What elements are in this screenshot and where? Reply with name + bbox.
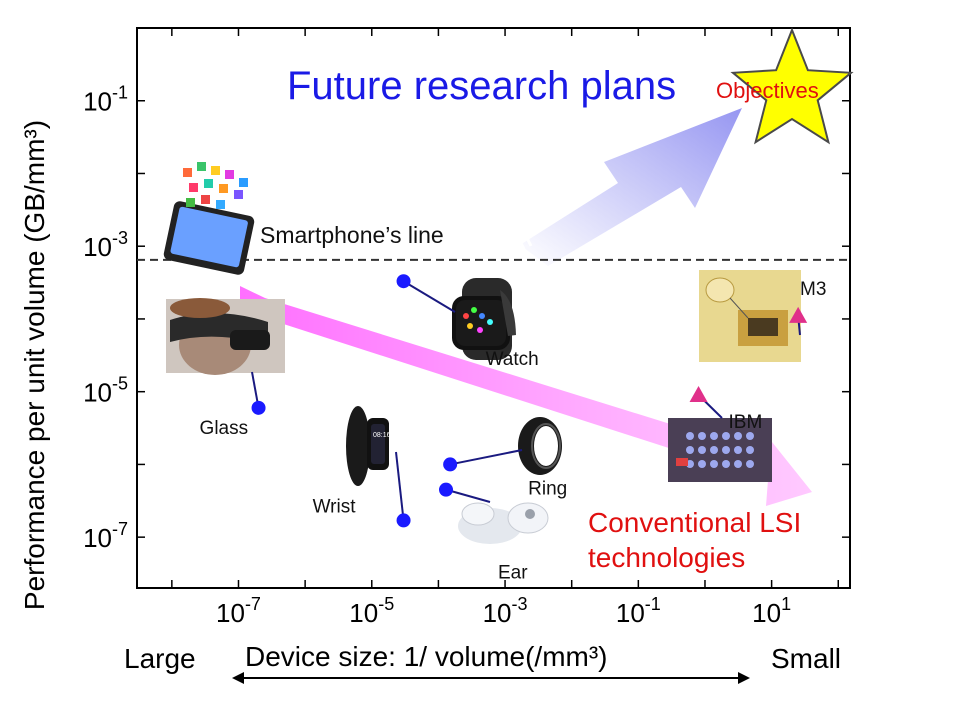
connector-ear	[445, 488, 491, 503]
conventional-band-arrow	[240, 286, 812, 506]
connector-ring	[449, 449, 523, 466]
label-ear: Ear	[498, 563, 528, 584]
x-axis-title: Device size: 1/ volume(/mm³)	[245, 641, 608, 672]
point-ear	[439, 482, 454, 497]
label-wrist: Wrist	[313, 496, 357, 517]
ibm-chip-photo-icon	[668, 418, 772, 482]
label-glass: Glass	[200, 418, 249, 439]
x-tick-label: 10-7	[216, 594, 261, 628]
m3-microsystem-photo-icon	[699, 270, 801, 362]
x-axis-large-label: Large	[124, 643, 196, 674]
point-ibm	[689, 386, 708, 403]
svg-text:08:16: 08:16	[373, 432, 391, 439]
smart-glasses-photo-icon	[166, 298, 285, 375]
wrist-band-icon: 08:16	[346, 406, 391, 486]
m3-label: M3	[800, 279, 826, 300]
point-watch	[396, 274, 411, 289]
data-points	[251, 274, 808, 528]
arrow-gap-2	[509, 204, 533, 247]
x-tick-label: 101	[752, 594, 791, 628]
axis-ticks: 10-7 10-5 10-3 10-1 101 10-1 10-3 10-5 10-7	[83, 27, 850, 628]
x-tick-label: 10-5	[349, 594, 394, 628]
y-axis-title: Performance per unit volume (GB/mm³)	[19, 120, 50, 610]
smartphone-line-label: Smartphone’s line	[260, 222, 444, 248]
connector-watch	[403, 280, 456, 313]
point-glass	[251, 400, 266, 415]
point-ring	[443, 457, 458, 472]
label-watch: Watch	[486, 349, 539, 370]
objectives-label: Objectives	[716, 78, 819, 103]
connector-wrist	[395, 451, 405, 521]
smart-ring-icon	[518, 417, 562, 475]
objectives-star	[730, 27, 854, 145]
future-research-label: Future research plans	[287, 64, 676, 108]
conventional-label-line1: Conventional LSI	[588, 507, 801, 538]
arrow-gap-1	[502, 209, 526, 250]
smartphone-icon	[163, 162, 255, 275]
point-m3	[789, 306, 808, 323]
point-wrist	[396, 513, 411, 528]
earbuds-icon	[458, 502, 549, 544]
smartwatch-icon	[452, 278, 516, 360]
y-tick-label: 10-3	[83, 228, 128, 262]
future-research-arrow	[520, 108, 742, 266]
y-tick-label: 10-1	[83, 83, 128, 117]
plot-frame	[136, 27, 851, 589]
y-tick-label: 10-5	[83, 374, 128, 408]
x-tick-label: 10-1	[616, 594, 661, 628]
size-arrow-left-head	[232, 672, 244, 684]
x-axis-small-label: Small	[771, 643, 841, 674]
label-ibm: IBM	[729, 412, 763, 433]
label-ring: Ring	[528, 478, 567, 499]
size-arrow-right-head	[738, 672, 750, 684]
conventional-label-line2: technologies	[588, 542, 745, 573]
x-tick-label: 10-3	[483, 594, 528, 628]
y-tick-label: 10-7	[83, 519, 128, 553]
